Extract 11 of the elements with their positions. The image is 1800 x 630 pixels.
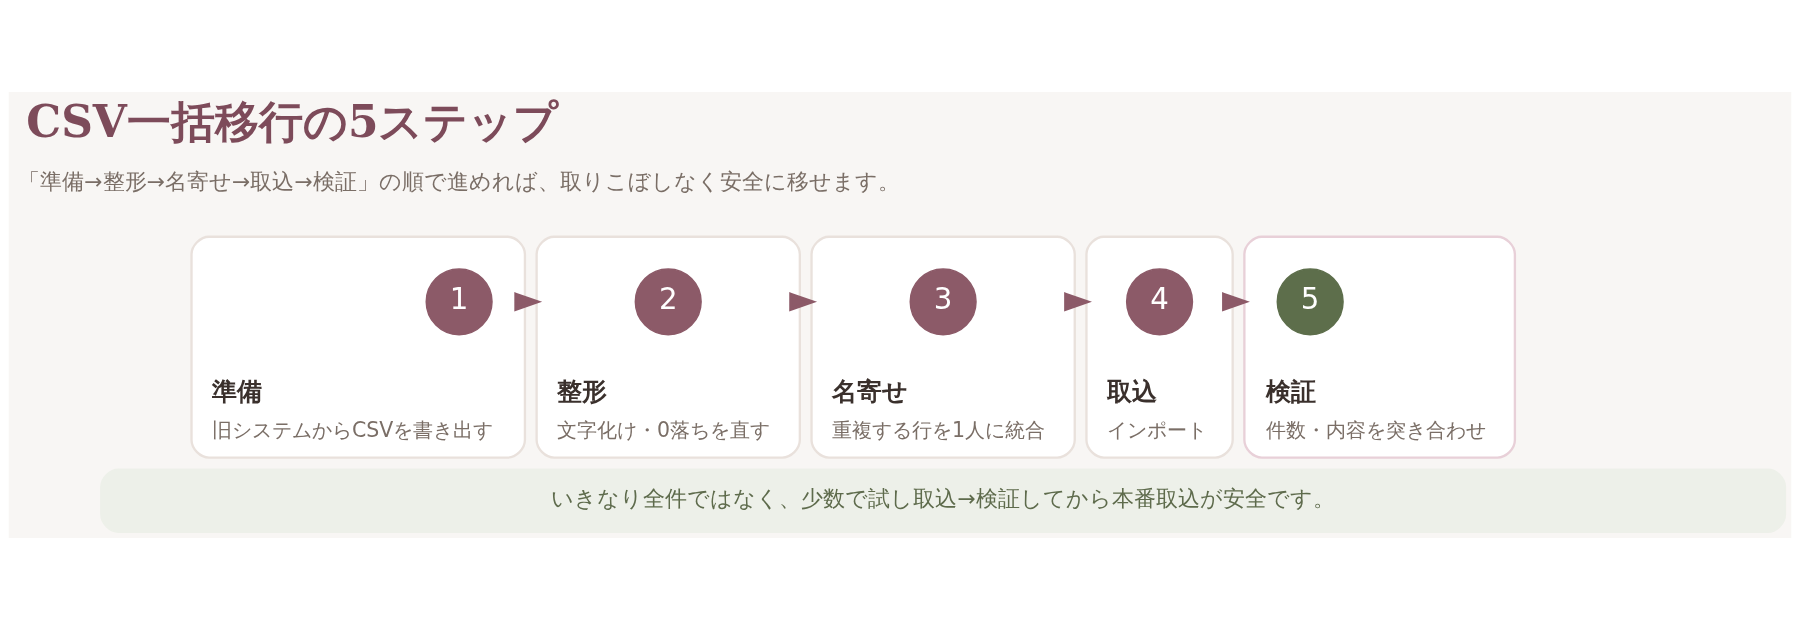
arrow: [1222, 292, 1250, 312]
node-circle: 3: [909, 268, 977, 336]
node-circle: 1: [425, 268, 493, 336]
node-circle: 2: [634, 268, 702, 336]
arrow: [789, 292, 818, 312]
label: 「準備→整形→名寄せ→取込→検証」の順で進めれば、取りこぼしなく安全に移せます。: [18, 169, 900, 195]
arrow: [1064, 292, 1092, 312]
diagram-title: CSV一括移行の5ステップ: [26, 96, 559, 148]
node-circle: 4: [1125, 268, 1194, 336]
node-circle: 5: [1276, 268, 1344, 336]
arrow: [514, 292, 543, 312]
